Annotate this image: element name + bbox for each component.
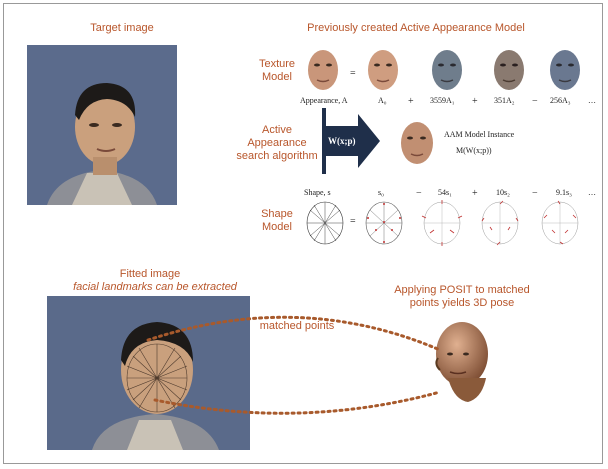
texture-op-plus-2: +	[472, 96, 478, 107]
aam-search-label: Active Appearance search algorithm	[236, 124, 318, 162]
shape-mesh-current	[304, 200, 346, 246]
shape-op-minus-2: −	[532, 188, 538, 199]
texture-appearance-label: Appearance, A	[300, 96, 348, 105]
3d-head-model	[420, 318, 498, 404]
shape-term-s1: 54s₁	[438, 188, 452, 197]
texture-term-a0: A₀	[378, 96, 387, 105]
aam-title-label: Previously created Active Appearance Mod…	[307, 22, 525, 34]
shape-op-plus: +	[472, 188, 478, 199]
texture-model-label: Texture Model	[258, 58, 296, 83]
posit-label: Applying POSIT to matched points yields …	[394, 284, 530, 309]
shape-label: Shape, s	[304, 188, 331, 197]
texture-face-mode1	[428, 48, 466, 92]
target-image-photo	[27, 45, 177, 205]
shape-term-s0: s₀	[378, 188, 384, 197]
shape-mesh-s1	[420, 200, 464, 246]
texture-face-mode2	[490, 48, 528, 92]
shape-mesh-s2	[478, 200, 522, 246]
fitted-image-label: Fitted image	[119, 268, 181, 280]
shape-mesh-s3	[538, 200, 582, 246]
texture-op-minus: −	[532, 96, 538, 107]
texture-term-a2: 351A₂	[494, 96, 515, 105]
shape-term-s3: 9.1s₃	[556, 188, 572, 197]
shape-model-label: Shape Model	[261, 208, 293, 233]
shape-ellipsis: …	[588, 188, 596, 197]
texture-term-a1: 3559A₁	[430, 96, 455, 105]
texture-op-equals: =	[350, 68, 356, 79]
texture-ellipsis: …	[588, 96, 596, 105]
aam-instance-formula: M(W(x;p))	[456, 146, 492, 155]
texture-face-mode3	[546, 48, 584, 92]
aam-instance-title: AAM Model Instance	[444, 130, 515, 139]
diagram-frame	[3, 3, 603, 464]
aam-instance-face	[398, 120, 436, 166]
texture-op-plus-1: +	[408, 96, 414, 107]
matched-points-label: matched points	[259, 320, 335, 332]
warp-arrow-label: W(x;p)	[328, 136, 356, 146]
fitted-image-photo	[47, 296, 250, 450]
shape-mesh-s0	[362, 200, 406, 246]
facial-landmarks-label: facial landmarks can be extracted	[73, 281, 237, 293]
warp-arrow	[322, 108, 382, 174]
shape-op-minus-1: −	[416, 188, 422, 199]
shape-term-s2: 10s₂	[496, 188, 510, 197]
texture-face-appearance	[304, 48, 342, 92]
texture-face-mean	[364, 48, 402, 92]
target-image-label: Target image	[90, 22, 154, 34]
shape-op-equals: =	[350, 216, 356, 227]
texture-term-a3: 256A₃	[550, 96, 571, 105]
